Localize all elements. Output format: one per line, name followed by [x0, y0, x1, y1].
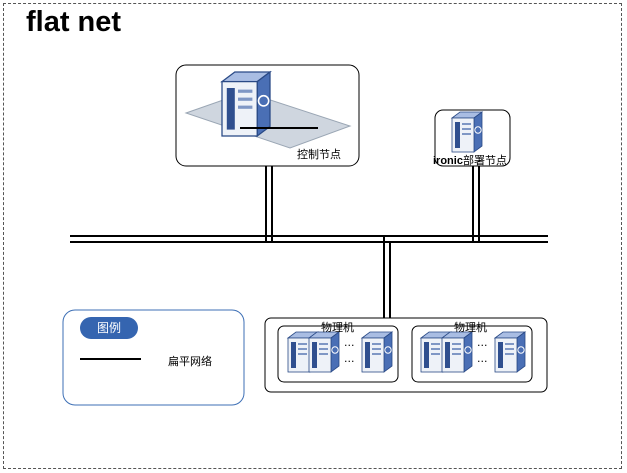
physical-group-1-ellipsis-bottom: ... — [344, 352, 355, 365]
server-icon — [308, 331, 340, 373]
server-icon — [494, 331, 526, 373]
canvas-frame — [3, 3, 622, 469]
server-icon — [361, 331, 393, 373]
physical-uplink — [383, 236, 391, 318]
diagram-title: flat net — [26, 6, 122, 38]
legend-flat-network-label: 扁平网络 — [168, 355, 212, 368]
ironic-label-suffix: 部署节点 — [462, 154, 507, 167]
controller-server-icon — [221, 71, 271, 137]
ironic-server-icon — [451, 111, 483, 153]
ironic-label-prefix: ironic — [433, 155, 463, 167]
controller-uplink — [265, 166, 273, 242]
physical-group-2-ellipsis-top: ... — [477, 336, 488, 349]
physical-group-2-label: 物理机 — [454, 321, 487, 334]
controller-node-label: 控制节点 — [297, 148, 341, 161]
server-icon — [441, 331, 473, 373]
ironic-node-label: ironic部署节点 — [433, 152, 507, 168]
physical-group-2-ellipsis-bottom: ... — [477, 352, 488, 365]
physical-group-1-ellipsis-top: ... — [344, 336, 355, 349]
legend-title: 图例 — [80, 317, 138, 339]
ironic-uplink — [472, 166, 480, 242]
physical-group-1-label: 物理机 — [321, 321, 354, 334]
